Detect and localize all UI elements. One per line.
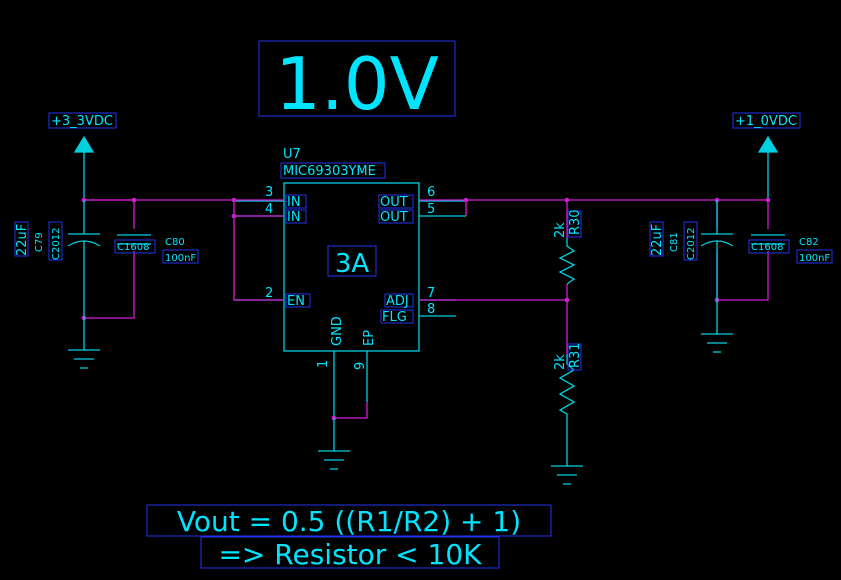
- pin-9-number: 9: [353, 362, 368, 370]
- output-rail-label-box: [732, 112, 801, 129]
- junction-dot: [564, 297, 570, 303]
- output-rail-label: +1_0VDC: [735, 114, 797, 129]
- c80-capacitor-icon: [117, 234, 151, 245]
- pin-5-number: 5: [427, 202, 435, 217]
- r30-resistor-icon: [558, 238, 576, 285]
- title-box: [258, 40, 456, 117]
- input-cap-return-wire: [84, 251, 135, 319]
- c79-package: C2012: [51, 228, 62, 260]
- c81-ref: C81: [669, 232, 680, 252]
- u7-body: [283, 182, 420, 352]
- pin-in1-name: IN: [287, 195, 301, 210]
- constraint-note: => Resistor < 10K: [218, 538, 482, 571]
- in-pins-tie-wire: [233, 200, 284, 301]
- u7-current-label: 3A: [335, 249, 370, 279]
- c82-package: C1608: [751, 242, 783, 253]
- pin-in1-name-box: [285, 194, 307, 209]
- pin-out2-name: OUT: [380, 210, 408, 225]
- pin-ep-name: EP: [362, 330, 377, 346]
- c79-capacitor-icon: [67, 200, 101, 350]
- junction-dot: [463, 197, 469, 203]
- title-label: 1.0V: [275, 42, 439, 126]
- r31-value: 2k: [553, 354, 568, 370]
- r30-value: 2k: [553, 222, 568, 238]
- pin-3-number: 3: [265, 185, 273, 200]
- input-rail-power-icon: [73, 135, 95, 153]
- r31-ref: R31: [568, 342, 583, 368]
- pin-in2-name-box: [285, 209, 307, 224]
- u7-current-box: [327, 245, 377, 277]
- pin-flg-name: FLG: [382, 310, 407, 325]
- input-rail-label: +3_3VDC: [51, 114, 113, 129]
- c81-value-box: [649, 221, 664, 257]
- c79-value: 22uF: [15, 224, 30, 256]
- pin-8-number: 8: [427, 302, 435, 317]
- junction-dot: [231, 213, 237, 219]
- pin-7-number: 7: [427, 286, 435, 301]
- junction-dot: [564, 197, 570, 203]
- ground-icon: [318, 418, 350, 470]
- c82-value-box: [796, 249, 833, 264]
- c80-value-box: [162, 249, 199, 264]
- pin-gnd-name: GND: [330, 316, 345, 346]
- c80-package-box: [114, 239, 156, 254]
- pin-6-number: 6: [427, 185, 435, 200]
- ground-icon: [68, 349, 100, 369]
- pin-flg-name-box: [380, 309, 414, 324]
- c82-package-box: [748, 239, 790, 254]
- c80-ref: C80: [165, 237, 185, 248]
- formula-note: Vout = 0.5 ((R1/R2) + 1): [177, 505, 521, 538]
- ground-icon: [701, 333, 733, 353]
- pin-en-name-box: [285, 293, 311, 308]
- output-rail-power-icon: [757, 135, 779, 153]
- pin-4-number: 4: [265, 202, 273, 217]
- pin-out1-name: OUT: [380, 195, 408, 210]
- junction-dot: [131, 197, 137, 203]
- input-rail-label-box: [48, 112, 117, 129]
- c80-value: 100nF: [165, 253, 196, 264]
- c79-value-box: [14, 221, 29, 257]
- r31-ref-box: [567, 343, 582, 371]
- c80-package: C1608: [117, 242, 149, 253]
- c82-value: 100nF: [799, 253, 830, 264]
- pin-in2-name: IN: [287, 210, 301, 225]
- pin-adj-name-box: [384, 293, 414, 308]
- pin-out2-name-box: [378, 209, 414, 224]
- u7-part-label-box: [280, 162, 386, 179]
- pin-2-number: 2: [265, 286, 273, 301]
- constraint-box: [200, 536, 500, 569]
- r30-ref: R30: [568, 209, 583, 235]
- pin-adj-name: ADJ: [386, 294, 409, 309]
- formula-box: [146, 504, 552, 537]
- u7-part-label: MIC69303YME: [283, 164, 376, 179]
- c81-value: 22uF: [650, 224, 665, 256]
- c81-capacitor-icon: [700, 200, 734, 334]
- pin-1-number: 1: [316, 360, 331, 368]
- c81-package: C2012: [686, 228, 697, 260]
- c81-package-box: [683, 221, 698, 261]
- ground-icon: [551, 465, 583, 485]
- u7-ref-label: U7: [283, 147, 301, 162]
- c82-capacitor-icon: [751, 234, 785, 245]
- input-cap-bus-wire: [84, 199, 135, 229]
- pin-en-name: EN: [287, 294, 305, 309]
- ep-gnd-tie-wire: [334, 402, 368, 419]
- c79-ref: C79: [34, 232, 45, 252]
- junction-dot: [231, 197, 237, 203]
- r31-resistor-icon: [558, 354, 576, 466]
- c82-ref: C82: [799, 237, 819, 248]
- junction-dot: [765, 197, 771, 203]
- c79-package-box: [48, 221, 63, 261]
- r30-ref-box: [567, 210, 582, 238]
- output-cap-return-wire: [716, 251, 769, 301]
- pin-out1-name-box: [378, 194, 414, 209]
